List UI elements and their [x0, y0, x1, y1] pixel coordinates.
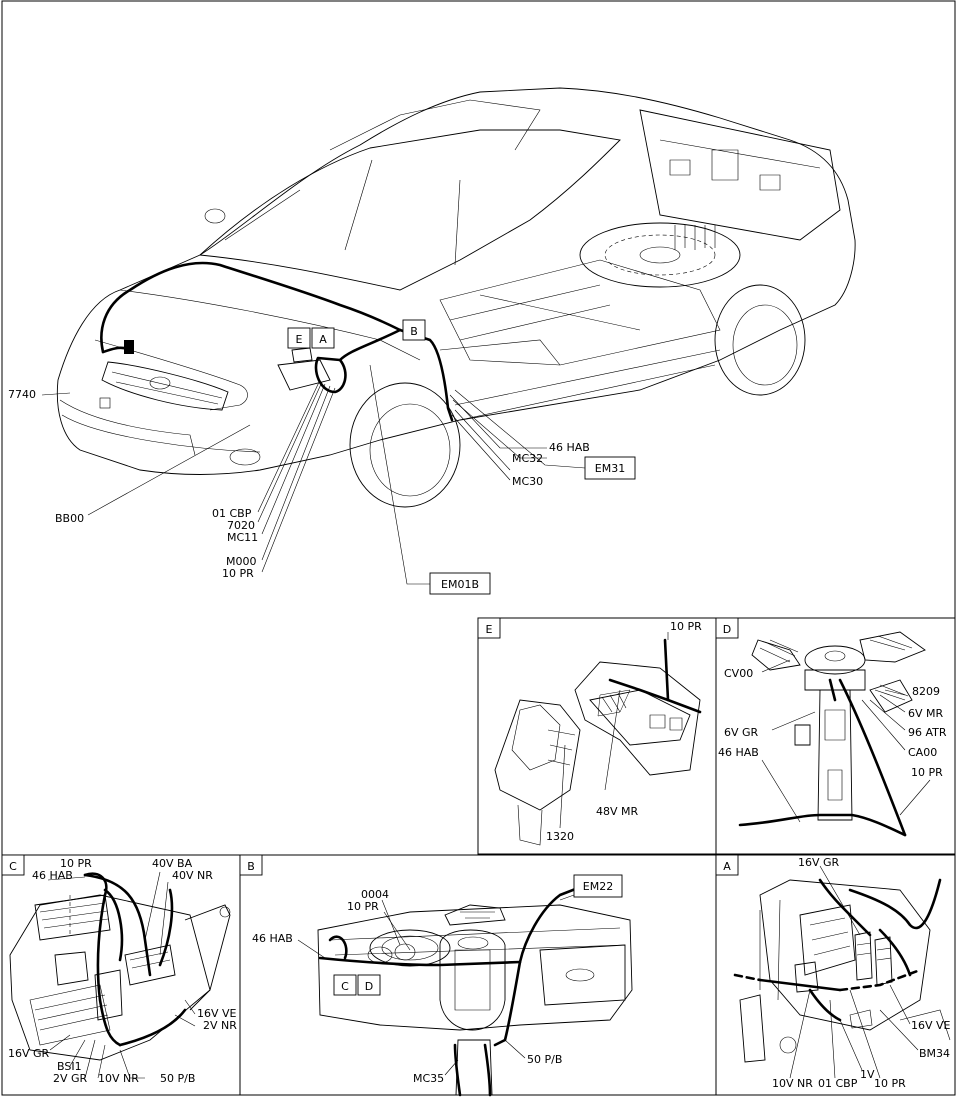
- label-46-hab: 46 HAB: [32, 869, 73, 882]
- svg-text:EM22: EM22: [583, 880, 613, 893]
- sub-marker-c: C: [333, 974, 357, 996]
- panel-e: E 10 PR 48V MR 1320: [477, 617, 717, 855]
- label-50-pb: 50 P/B: [527, 1053, 562, 1066]
- panel-c: C 10 PR 46 HAB 40V BA 40V NR 1: [1, 854, 241, 1096]
- label-1v: 1V: [860, 1068, 875, 1081]
- label-10-pr: 10 PR: [347, 900, 379, 913]
- label-46-hab: 46 HAB: [718, 746, 759, 759]
- label-mc35: MC35: [413, 1072, 444, 1085]
- label-16v-ve: 16V VE: [911, 1019, 951, 1032]
- label-mc30: MC30: [512, 475, 543, 488]
- zoom-marker-e: E: [287, 327, 311, 349]
- svg-text:A: A: [319, 333, 327, 346]
- label-16v-gr: 16V GR: [8, 1047, 50, 1060]
- label-10v-nr: 10V NR: [98, 1072, 139, 1085]
- svg-text:B: B: [410, 325, 418, 338]
- svg-text:EM01B: EM01B: [441, 578, 479, 591]
- label-6v-mr: 6V MR: [908, 707, 944, 720]
- svg-text:A: A: [723, 860, 731, 873]
- label-16v-gr: 16V GR: [798, 856, 840, 869]
- label-ca00: CA00: [908, 746, 937, 759]
- label-10-pr: 10 PR: [222, 567, 254, 580]
- label-48v-mr: 48V MR: [596, 805, 639, 818]
- label-01-cbp: 01 CBP: [212, 507, 252, 520]
- panel-b: B C D: [239, 854, 717, 1097]
- connector-box-em22: EM22: [573, 874, 623, 898]
- label-96-atr: 96 ATR: [908, 726, 947, 739]
- label-bb00: BB00: [55, 512, 84, 525]
- label-0004: 0004: [361, 888, 389, 901]
- label-7740: 7740: [8, 388, 36, 401]
- label-bm34: BM34: [919, 1047, 950, 1060]
- label-10-pr: 10 PR: [911, 766, 943, 779]
- label-10-pr: 10 PR: [60, 857, 92, 870]
- label-mc32: MC32: [512, 452, 543, 465]
- label-10v-nr: 10V NR: [772, 1077, 813, 1090]
- label-10-pr: 10 PR: [874, 1077, 906, 1090]
- zoom-marker-b: B: [402, 319, 426, 341]
- harness-main-path: [100, 261, 454, 422]
- svg-text:C: C: [9, 860, 17, 873]
- label-10-pr: 10 PR: [670, 620, 702, 633]
- label-01-cbp: 01 CBP: [818, 1077, 858, 1090]
- svg-text:D: D: [365, 980, 373, 993]
- label-cv00: CV00: [724, 667, 753, 680]
- sub-marker-d: D: [357, 974, 381, 996]
- svg-text:EM31: EM31: [595, 462, 625, 475]
- svg-text:C: C: [341, 980, 349, 993]
- zoom-marker-a: A: [311, 327, 335, 349]
- label-40v-ba: 40V BA: [152, 857, 193, 870]
- label-7020: 7020: [227, 519, 255, 532]
- svg-text:E: E: [296, 333, 303, 346]
- main-car-view: [56, 87, 856, 508]
- connector-box-em01b: EM01B: [429, 572, 491, 595]
- svg-text:B: B: [247, 860, 255, 873]
- label-m000: M000: [226, 555, 257, 568]
- connector-box-em31: EM31: [584, 456, 636, 480]
- label-50-pb: 50 P/B: [160, 1072, 195, 1085]
- panel-a: A 16V GR 16V VE BM34 10V NR 01 CBP: [715, 854, 956, 1096]
- label-mc11: MC11: [227, 531, 258, 544]
- svg-text:E: E: [486, 623, 493, 636]
- label-bsi1: BSI1: [57, 1060, 82, 1073]
- label-8209: 8209: [912, 685, 940, 698]
- label-2v-gr: 2V GR: [53, 1072, 88, 1085]
- label-16v-ve: 16V VE: [197, 1007, 237, 1020]
- label-46-hab: 46 HAB: [549, 441, 590, 454]
- label-2v-nr: 2V NR: [203, 1019, 237, 1032]
- label-40v-nr: 40V NR: [172, 869, 213, 882]
- label-6v-gr: 6V GR: [724, 726, 759, 739]
- svg-text:D: D: [723, 623, 731, 636]
- main-view-leaders: [41, 364, 586, 585]
- label-1320: 1320: [546, 830, 574, 843]
- panel-d: D CV00 8209 6V MR 96 ATR CA00 6V GR 4: [715, 617, 956, 855]
- label-46-hab: 46 HAB: [252, 932, 293, 945]
